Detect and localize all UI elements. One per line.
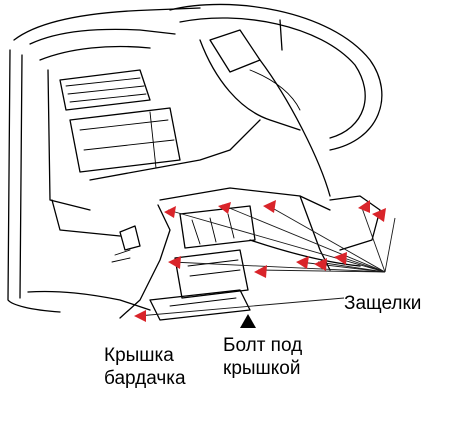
bolt-marker-icon xyxy=(240,314,256,328)
latch-marker-icon xyxy=(168,256,181,269)
bolt-under-cover-label-line-1: Болт под xyxy=(223,335,303,356)
latch-markers xyxy=(134,200,386,322)
glovebox-cover-label: Крышка бардачка xyxy=(104,344,186,390)
bolt-under-cover-label-line-2: крышкой xyxy=(223,358,301,379)
latch-marker-icon xyxy=(164,206,176,218)
latch-marker-icon xyxy=(263,200,276,213)
latch-marker-icon xyxy=(254,265,267,278)
latch-leader-lines xyxy=(137,204,396,317)
glovebox-cover-label-line-2: бардачка xyxy=(104,368,186,389)
glovebox-cover-label-line-1: Крышка xyxy=(104,345,174,366)
latch-marker-icon xyxy=(134,310,146,322)
latch-marker-icon xyxy=(296,256,309,269)
dashboard-line-art xyxy=(7,3,383,321)
bolt-under-cover-label: Болт под крышкой xyxy=(223,334,302,380)
latches-label: Защелки xyxy=(344,292,421,315)
latch-marker-icon xyxy=(358,200,370,213)
latch-marker-icon xyxy=(334,252,347,265)
latch-marker-icon xyxy=(218,202,231,214)
latch-marker-icon xyxy=(314,258,327,271)
latch-marker-icon xyxy=(372,208,386,222)
latches-label-text: Защелки xyxy=(344,293,422,314)
